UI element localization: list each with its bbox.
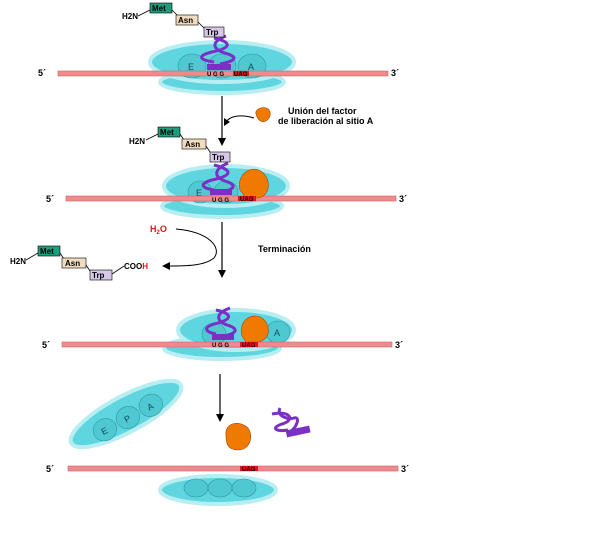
detached-large-subunit: E P A (68, 378, 184, 450)
three-prime-label: 3´ (395, 340, 403, 350)
free-trna (271, 411, 292, 432)
codon-stop: UAG (242, 343, 256, 349)
amino-terminus: H2N (129, 137, 145, 146)
site-e-label: E (188, 62, 194, 72)
five-prime-label: 5´ (38, 68, 46, 78)
codon-ugg: U G G (212, 343, 229, 349)
site-a-label: A (274, 328, 280, 338)
trna-anticodon (207, 64, 231, 70)
stage-1-elongation-complex: E A 5´ 3´ U G G UAG H2N Met Asn Trp (38, 2, 399, 95)
mrna-strand (61, 341, 393, 348)
site-e-label: E (100, 425, 110, 437)
release-factor-free (225, 423, 251, 451)
five-prime-label: 5´ (46, 194, 54, 204)
water-label: H2O (150, 224, 167, 236)
svg-text:Trp: Trp (92, 271, 105, 280)
three-prime-label: 3´ (391, 68, 399, 78)
svg-text:Asn: Asn (178, 16, 193, 25)
release-step-label: Unión del factor de liberación al sitio … (278, 106, 374, 126)
mrna-strand (65, 195, 397, 202)
hydrolysis-arrow (167, 228, 217, 267)
codon-stop: UAG (234, 72, 248, 78)
released-peptide: H2N Met Asn Trp COOH (10, 245, 148, 281)
five-prime-label: 5´ (42, 340, 50, 350)
trna-body-2 (213, 34, 236, 66)
amino-terminus: H2N (122, 12, 138, 21)
codon-stop: UAG (242, 467, 256, 473)
release-factor-bound (239, 168, 269, 199)
mrna-strand (57, 70, 389, 77)
mrna-strand (67, 465, 399, 472)
codon-ugg: U G G (212, 198, 229, 204)
trna-body (200, 36, 229, 64)
three-prime-label: 3´ (401, 464, 409, 474)
five-prime-label: 5´ (46, 464, 54, 474)
carboxyl-terminus: COOH (124, 262, 148, 271)
codon-ugg: U G G (207, 72, 224, 78)
svg-text:Met: Met (40, 247, 54, 256)
svg-text:Met: Met (152, 4, 166, 13)
stop-codon-box (233, 71, 249, 76)
site-e-label: E (196, 188, 202, 198)
svg-text:Asn: Asn (185, 140, 200, 149)
release-factor-free (255, 107, 271, 122)
svg-text:Trp: Trp (206, 28, 219, 37)
site-a-label: A (145, 401, 155, 413)
svg-text:Trp: Trp (212, 153, 225, 162)
amino-terminus: H2N (10, 257, 26, 266)
svg-text:Met: Met (160, 128, 174, 137)
rf-arrow (225, 115, 255, 123)
release-factor-bound (241, 315, 269, 343)
stage-3-post-termination: A 5´ 3´ U G G UAG (42, 306, 403, 361)
codon-stop: UAG (240, 197, 254, 203)
three-prime-label: 3´ (399, 194, 407, 204)
asn-residue (175, 14, 199, 26)
site-p-label: P (122, 413, 132, 425)
site-a-label: A (248, 62, 254, 72)
stage-2-release-factor-bound: E 5´ 3´ U G G UAG H2N Met Asn Trp (46, 126, 407, 219)
stage-4-dissociation: E P A 5´ 3´ UAG (46, 378, 409, 506)
termination-label: Terminación (258, 244, 311, 254)
trp-residue (203, 26, 225, 38)
met-residue (149, 2, 173, 14)
svg-text:Asn: Asn (65, 259, 80, 268)
